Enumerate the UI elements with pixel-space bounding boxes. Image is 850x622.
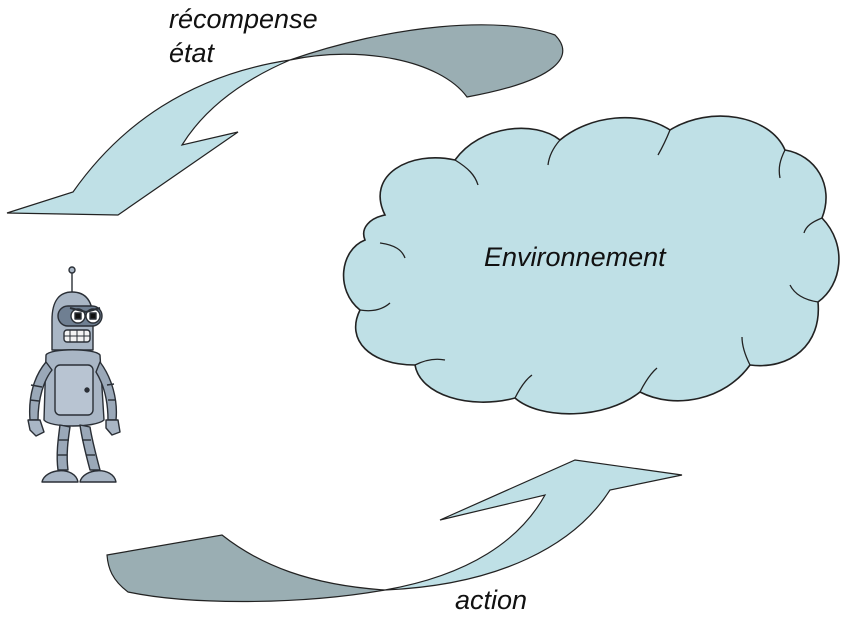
robot-agent-icon	[27, 266, 121, 483]
environment-label: Environnement	[484, 242, 666, 272]
feedback-arrow	[6, 24, 564, 216]
feedback-arrow-light-face	[6, 59, 291, 216]
action-label: action	[455, 585, 528, 615]
feedback-arrow-dark-face	[289, 24, 564, 98]
state-label: état	[169, 38, 215, 68]
reward-label: récompense	[169, 4, 318, 34]
environment-cloud	[342, 115, 840, 415]
action-arrow-light-face	[384, 459, 683, 591]
action-arrow	[106, 459, 683, 603]
action-arrow-dark-face	[106, 534, 386, 603]
